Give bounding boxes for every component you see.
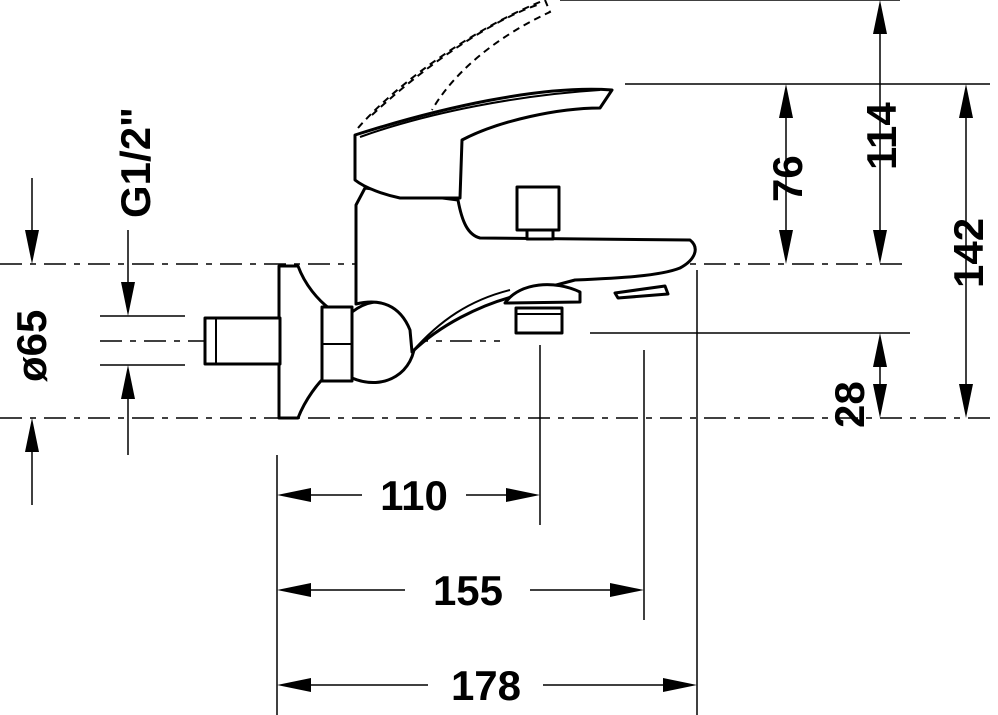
dim-thread: G1/2": [112, 107, 159, 218]
dimension-lines: [25, 0, 973, 692]
dimension-labels: G1/2" ø65 110 155 178 76 114 142 28: [8, 102, 992, 709]
dim-28: 28: [826, 381, 873, 428]
dim-155: 155: [433, 567, 503, 614]
dim-178: 178: [451, 662, 521, 709]
lever-handle: [353, 87, 614, 200]
connector-pipe: [203, 316, 282, 366]
faucet-body: [354, 186, 697, 354]
diverter-knob: [515, 185, 561, 232]
faucet-outline: [203, 0, 697, 420]
dim-diameter: ø65: [8, 310, 55, 382]
dim-114: 114: [858, 102, 905, 170]
dim-110: 110: [380, 472, 448, 519]
dim-142: 142: [945, 218, 992, 288]
dim-76: 76: [764, 155, 811, 202]
